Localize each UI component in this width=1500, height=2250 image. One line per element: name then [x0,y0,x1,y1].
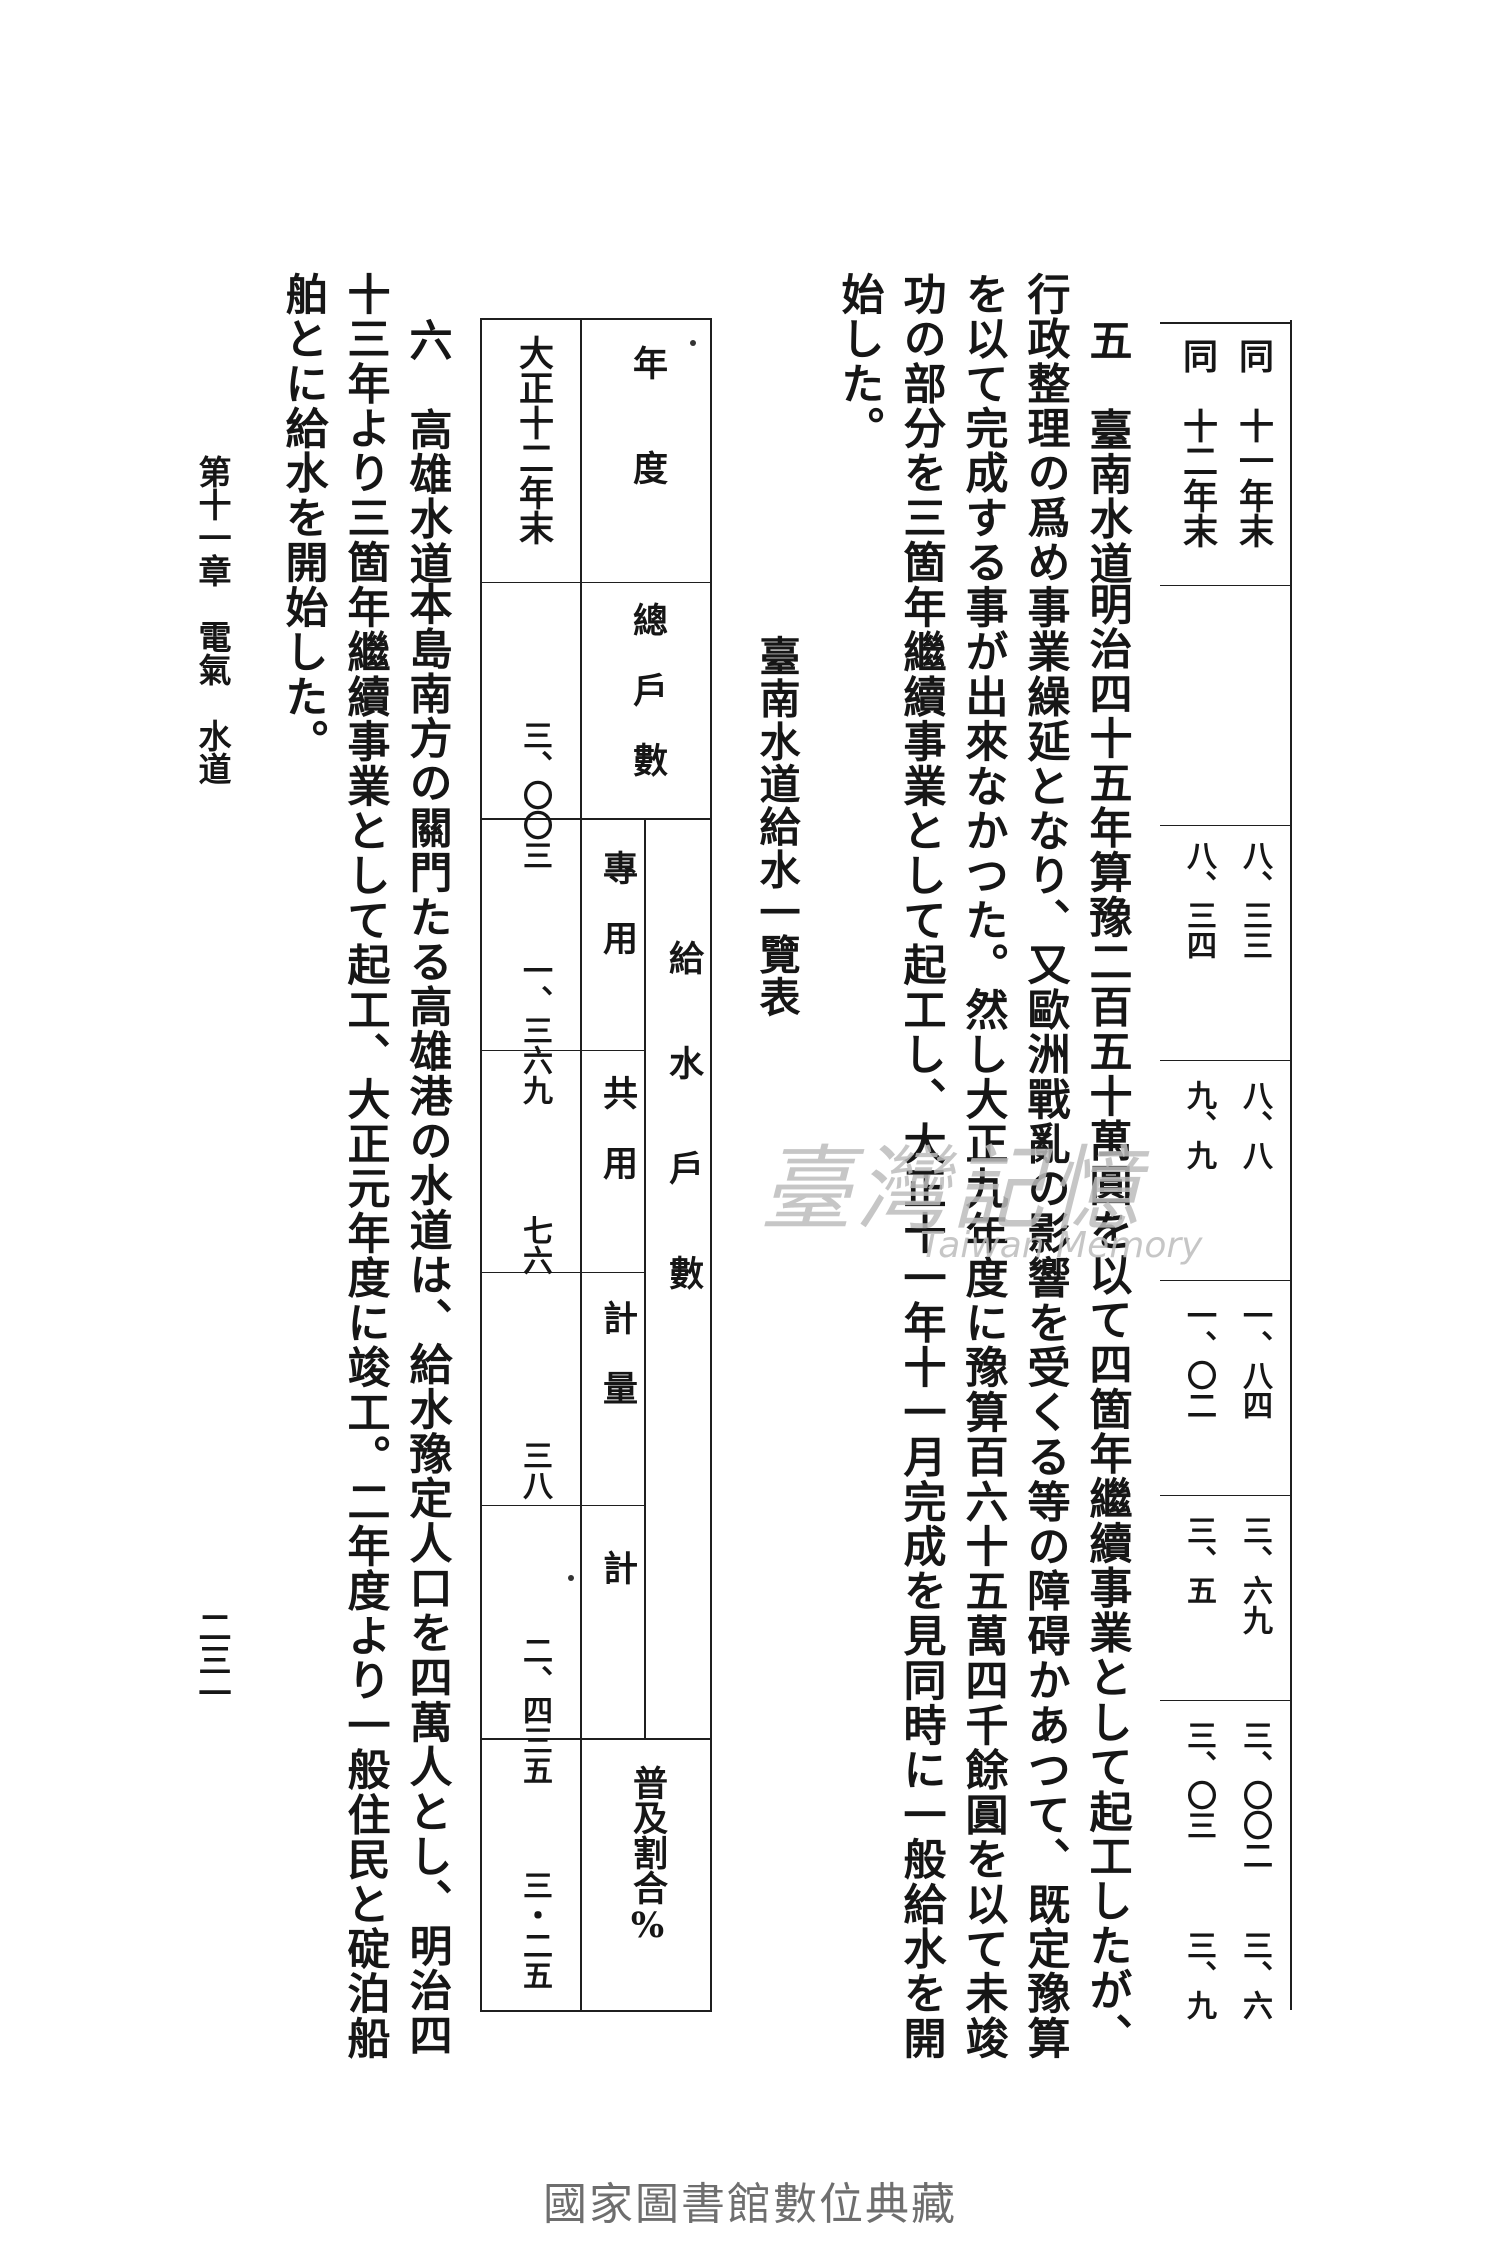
table-top-border [480,318,712,320]
table-bottom-border [480,2010,712,2012]
header-pct: 普及割合% [627,1765,668,1946]
prev-row1-year: 同 十一年末 [1233,338,1274,548]
prev-row2-pct: 三、九 [1181,1930,1216,2020]
section-5-line-3: を以て完成する事が出來なかつた。然し大正九年度に豫算百六十五萬四千餘圓を以て未竣 [958,272,1008,2061]
section-5-line-1: 明治四十五年算豫二百五十萬圓を以て四箇年繼續事業として起工したが、 [1082,582,1132,2058]
prev-row1-dedicated: 八、八 [1237,1080,1272,1170]
prev-row2-year: 同 十二年末 [1177,338,1218,548]
table-rule [480,818,712,820]
prev-table-rule [1160,1495,1292,1496]
header-total: 總 戶 數 [627,602,668,777]
row-total: 三、〇〇三 [517,720,552,870]
table-rule [480,582,712,583]
prev-table-rule [1160,585,1292,586]
footer-collection-label: 國家圖書館數位典藏 [543,2179,957,2230]
table-rule [480,1272,646,1273]
row-meter: 三八 [517,1440,552,1500]
prev-row2-dedicated: 九、九 [1181,1080,1216,1170]
prev-table-border [1290,320,1292,2010]
prev-table-rule [1160,825,1292,826]
table-group-divider [644,818,646,1738]
prev-table-rule [1160,1060,1292,1061]
header-group: 給 水 戶 數 [663,940,704,1290]
page-number: 二三一 [193,1610,232,1709]
table-rule [480,1505,646,1506]
section-6-line-1: 本島南方の關門たる高雄港の水道は、給水豫定人口を四萬人とし、明治四 [402,582,452,2058]
header-meter: 計 量 [597,1300,638,1405]
header-shared: 共 用 [597,1075,638,1180]
row-pct: 三・二五 [517,1870,552,1990]
running-header: 第十一章 電氣 水道 [193,455,232,785]
table-mark [690,340,696,346]
prev-row1-sum: 三、〇〇二 [1237,1720,1272,1870]
prev-table-rule [1160,1280,1292,1281]
table-header-divider [580,318,582,2012]
header-dedicated: 專 用 [597,850,638,955]
section-6-line-2: 十三年より三箇年繼續事業として起工、大正元年度に竣工。二年度より一般住民と碇泊船 [340,272,390,2061]
prev-row1-pct: 三、六 [1237,1930,1272,2020]
prev-row2-meter: 三、五 [1181,1515,1216,1605]
prev-row2-total: 八、三四 [1181,840,1216,960]
prev-row1-meter: 三、六九 [1237,1515,1272,1635]
row-dedicated: 一、三六九 [517,955,552,1105]
section-6-line-3: 舶とに給水を開始した。 [278,272,328,764]
prev-row2-shared: 一、〇二 [1181,1300,1216,1420]
prev-row2-sum: 三、〇三 [1181,1720,1216,1840]
header-year: 年 度 [627,345,668,485]
section-5-line-2: 行政整理の爲め事業繰延となり、又歐洲戰亂の影響を受くる等の障碍かあつて、既定豫算 [1020,272,1070,2061]
table-rule [480,1738,712,1740]
table-rule [480,1050,646,1051]
table-right-border [710,318,712,2012]
section-5-line-4: 功の部分を三箇年繼續事業として起工し、大正十一年十一月完成を見同時に一般給水を開 [896,272,946,2061]
table-mark [568,1575,574,1581]
table-title: 臺南水道給水一覽表 [752,635,800,1019]
prev-row1-total: 八、三三 [1237,840,1272,960]
prev-row1-shared: 一、八四 [1237,1300,1272,1420]
prev-table-rule [1160,1700,1292,1701]
row-shared: 七六 [517,1215,552,1275]
section-5-heading: 五 臺南水道 [1082,318,1132,587]
section-5-line-5: 始した。 [834,272,884,451]
table-left-border [480,318,482,2012]
section-6-heading: 六 高雄水道 [402,318,452,587]
header-sum: 計 [597,1550,638,1585]
row-year: 大正十二年末 [513,335,554,545]
prev-table-top-rule [1160,322,1292,324]
row-sum: 二、四三五 [517,1635,552,1785]
